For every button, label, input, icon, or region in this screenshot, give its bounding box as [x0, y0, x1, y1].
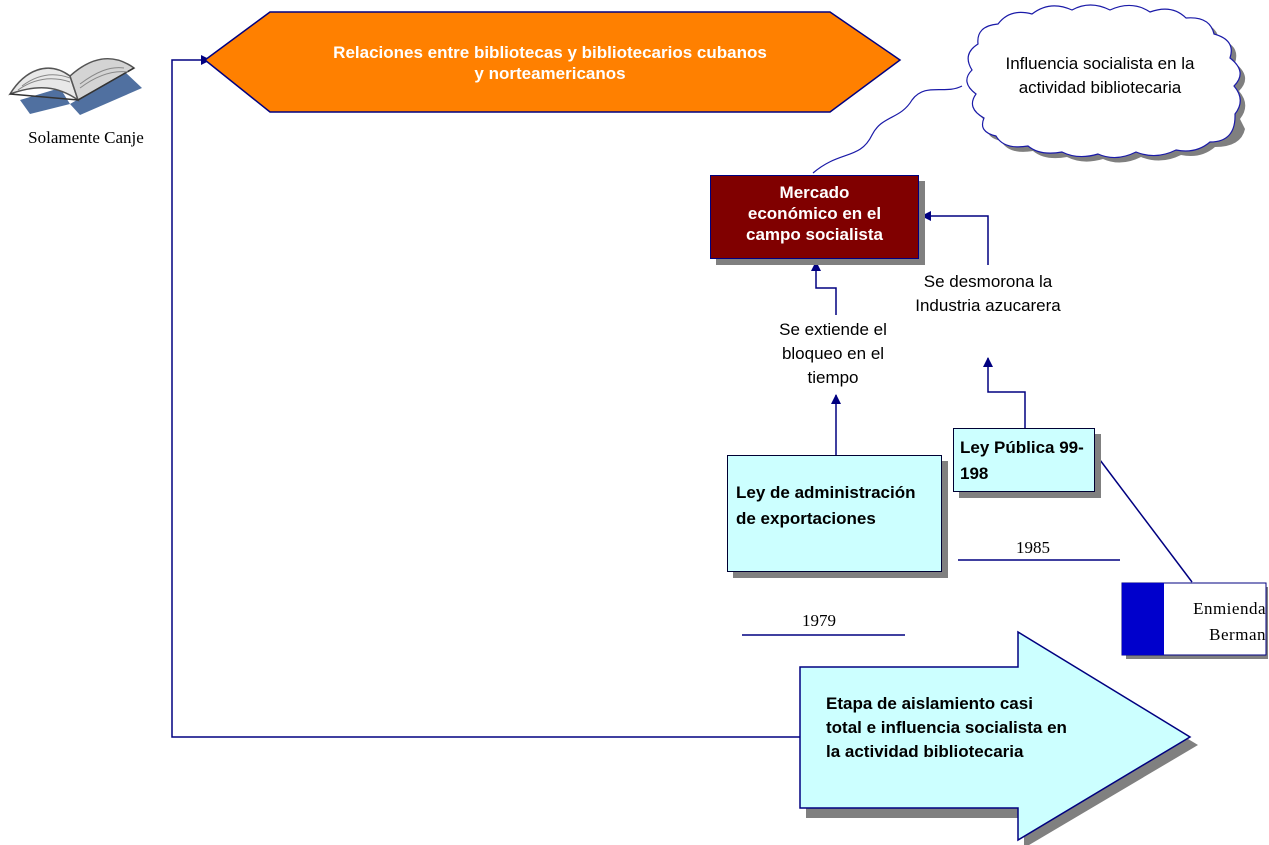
label-desmorona: Se desmorona la Industria azucarera [902, 270, 1074, 318]
etapa-arrow-shape [799, 630, 1192, 842]
connector-publica-to-mercado [921, 211, 1026, 428]
ley-admin-box-text: Ley de administración de exportaciones [736, 483, 916, 528]
mercado-box: Mercado económico en el campo socialista [710, 175, 919, 259]
header-banner-shape [203, 11, 902, 113]
left-connector [171, 55, 800, 738]
book-caption: Solamente Canje [28, 128, 144, 147]
year-1979: 1979 [802, 611, 836, 630]
etapa-arrow-text: Etapa de aislamiento casi total e influe… [826, 694, 1067, 761]
year-1985: 1985 [1016, 538, 1050, 557]
enmienda-text: Enmienda Berman [1193, 599, 1266, 644]
open-book-icon [8, 58, 142, 115]
connector-publica-to-enmienda [1099, 459, 1193, 583]
enmienda-box [1121, 582, 1268, 659]
cloud-text: Influencia socialista en la actividad bi… [1005, 54, 1195, 97]
connector-admin-to-mercado [811, 261, 841, 455]
label-extiende: Se extiende el bloqueo en el tiempo [758, 318, 908, 390]
ley-publica-box-text: Ley Pública 99-198 [960, 438, 1084, 483]
ley-publica-box: Ley Pública 99-198 [953, 428, 1095, 492]
cloud-callout [812, 4, 1246, 174]
mercado-box-text: Mercado económico en el campo socialista [745, 183, 883, 244]
ley-admin-box: Ley de administración de exportaciones [727, 455, 942, 572]
header-banner-text: Relaciones entre bibliotecas y bibliotec… [333, 43, 767, 83]
